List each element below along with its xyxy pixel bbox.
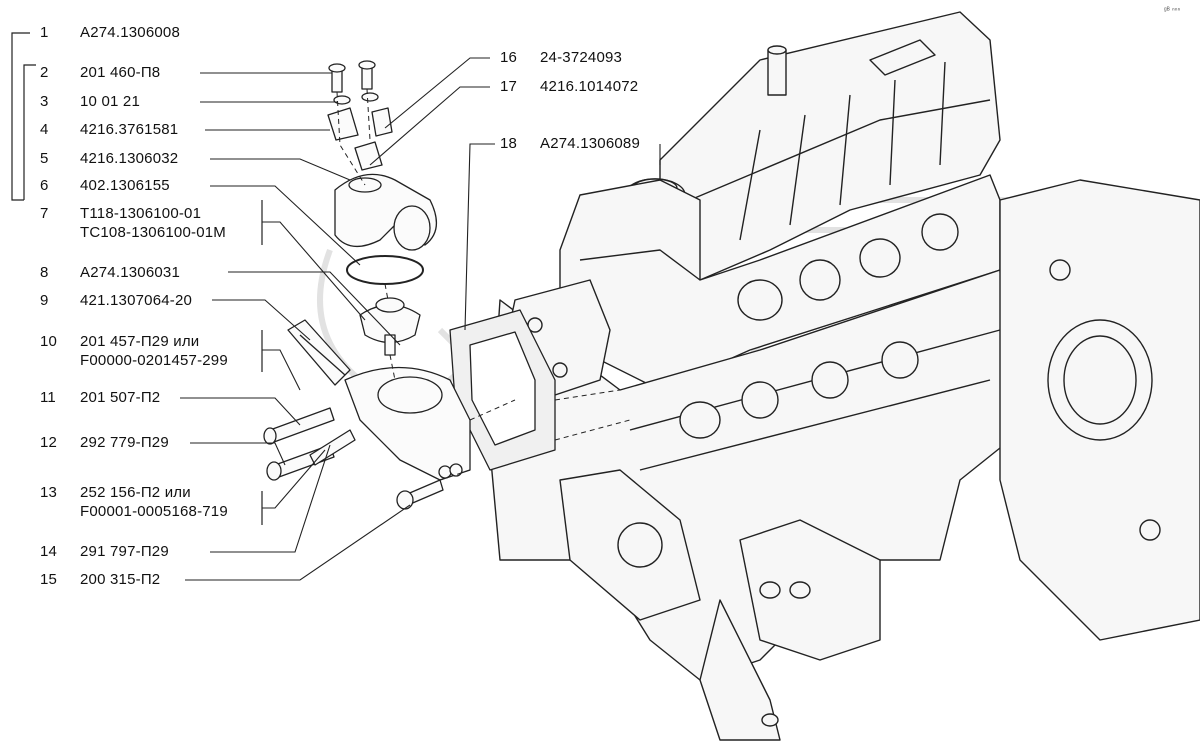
callout-3-code: 10 01 21 bbox=[80, 93, 140, 110]
callout-13-number: 13 bbox=[40, 484, 58, 501]
callout-17-number: 17 bbox=[500, 78, 518, 95]
callout-8-number: 8 bbox=[40, 264, 49, 281]
callout-13-code-b: F00001-0005168-719 bbox=[80, 503, 228, 520]
callout-5-code: 4216.1306032 bbox=[80, 150, 179, 167]
callout-15-number: 15 bbox=[40, 571, 58, 588]
callout-2-number: 2 bbox=[40, 64, 49, 81]
callout-10-code-a: 201 457-П29 или bbox=[80, 333, 200, 350]
callout-10-code-b: F00000-0201457-299 bbox=[80, 352, 228, 369]
callout-6-number: 6 bbox=[40, 177, 49, 194]
assembly-dashes bbox=[336, 88, 631, 481]
callout-2-code: 201 460-П8 bbox=[80, 64, 161, 81]
callout-13-code-a: 252 156-П2 или bbox=[80, 484, 191, 501]
callout-7-number: 7 bbox=[40, 205, 49, 222]
callout-18-number: 18 bbox=[500, 135, 518, 152]
callout-1-code: A274.1306008 bbox=[80, 24, 180, 41]
callout-8-code: A274.1306031 bbox=[80, 264, 180, 281]
callout-12-code: 292 779-П29 bbox=[80, 434, 169, 451]
callout-12-number: 12 bbox=[40, 434, 58, 451]
callout-14-number: 14 bbox=[40, 543, 58, 560]
callout-16-code: 24-3724093 bbox=[540, 49, 623, 66]
engine-block bbox=[489, 11, 1200, 741]
callout-9-number: 9 bbox=[40, 292, 49, 309]
callout-7-code-a: Т118-1306100-01 bbox=[80, 205, 202, 222]
leader-lines bbox=[180, 57, 661, 581]
callout-4-code: 4216.3761581 bbox=[80, 121, 179, 138]
callout-17-code: 4216.1014072 bbox=[540, 78, 639, 95]
callout-9-code: 421.1307064-20 bbox=[80, 292, 193, 309]
callout-18-code: A274.1306089 bbox=[540, 135, 640, 152]
callout-14-code: 291 797-П29 bbox=[80, 543, 169, 560]
callout-11-code: 201 507-П2 bbox=[80, 389, 161, 406]
callout-16-number: 16 bbox=[500, 49, 518, 66]
callout-5-number: 5 bbox=[40, 150, 49, 167]
callout-10-number: 10 bbox=[40, 333, 58, 350]
thermostat-assembly bbox=[263, 60, 556, 510]
callout-11-number: 11 bbox=[40, 389, 56, 406]
callout-7-code-b: ТС108-1306100-01М bbox=[80, 224, 226, 241]
callout-4-number: 4 bbox=[40, 121, 49, 138]
corner-mark: ᵍᴮ ⁿⁿⁿ bbox=[1164, 7, 1181, 14]
part-screws bbox=[328, 60, 376, 93]
callout-15-code: 200 315-П2 bbox=[80, 571, 161, 588]
callout-1-number: 1 bbox=[40, 24, 49, 41]
callout-3-number: 3 bbox=[40, 93, 49, 110]
group-bracket bbox=[11, 32, 36, 201]
callout-6-code: 402.1306155 bbox=[80, 177, 170, 194]
